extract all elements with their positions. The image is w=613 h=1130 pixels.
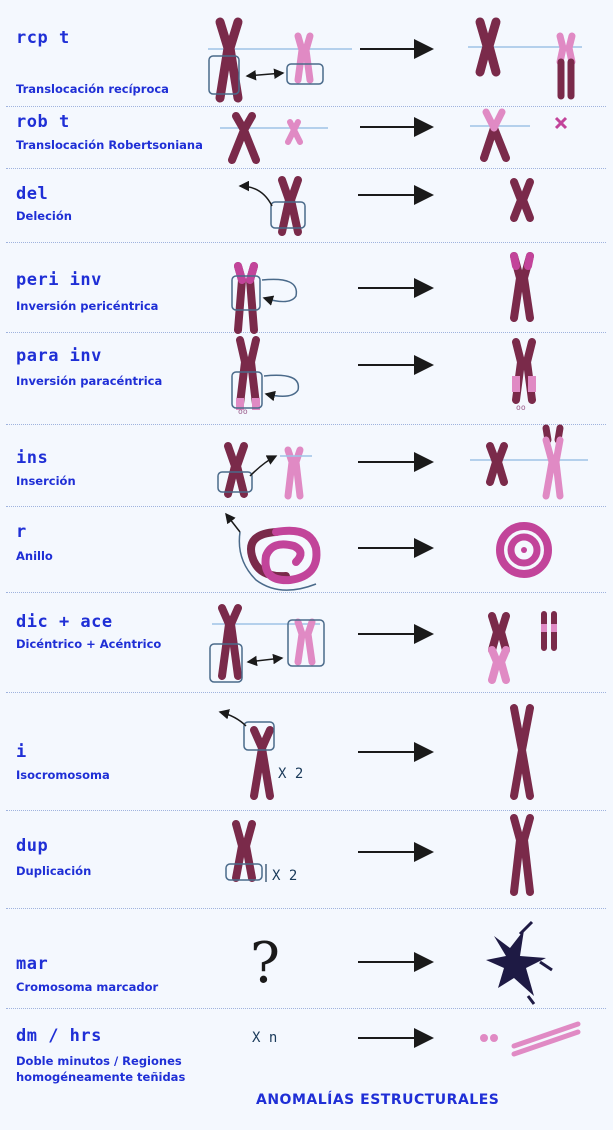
multiplier-label: X 2 [272, 868, 297, 884]
dic-ace-before [210, 608, 324, 682]
ins-before [218, 446, 312, 496]
isochromosome-before: X 2 [220, 712, 303, 796]
para-inv-before: oo [232, 340, 298, 416]
peri-inv-after [514, 256, 530, 318]
marker-chromosome-after [486, 922, 552, 1004]
svg-text:oo: oo [516, 403, 526, 412]
rob-t-after [470, 112, 566, 158]
peri-inv-before [232, 266, 296, 330]
isochromosome-after [514, 708, 530, 796]
ins-after [470, 428, 588, 496]
multiplier-label: X 2 [278, 766, 303, 782]
ring-after [500, 526, 548, 574]
svg-text:oo: oo [238, 407, 248, 416]
dup-before: X 2 [226, 824, 297, 884]
dup-after [514, 818, 530, 892]
rcp-t-after [468, 22, 582, 96]
para-inv-after: oo [516, 342, 532, 412]
rob-t-before [220, 116, 328, 160]
question-mark: ? [250, 931, 280, 996]
del-before [240, 180, 305, 232]
ring-before [226, 514, 316, 590]
multiplier-label: X n [252, 1030, 277, 1046]
del-after [514, 182, 530, 218]
dm-hrs-after [480, 1024, 578, 1054]
dm-hrs-before: X n [252, 1030, 277, 1046]
mar-before: ? [250, 931, 280, 996]
rcp-t-before [208, 22, 352, 98]
dic-ace-after [492, 614, 554, 680]
